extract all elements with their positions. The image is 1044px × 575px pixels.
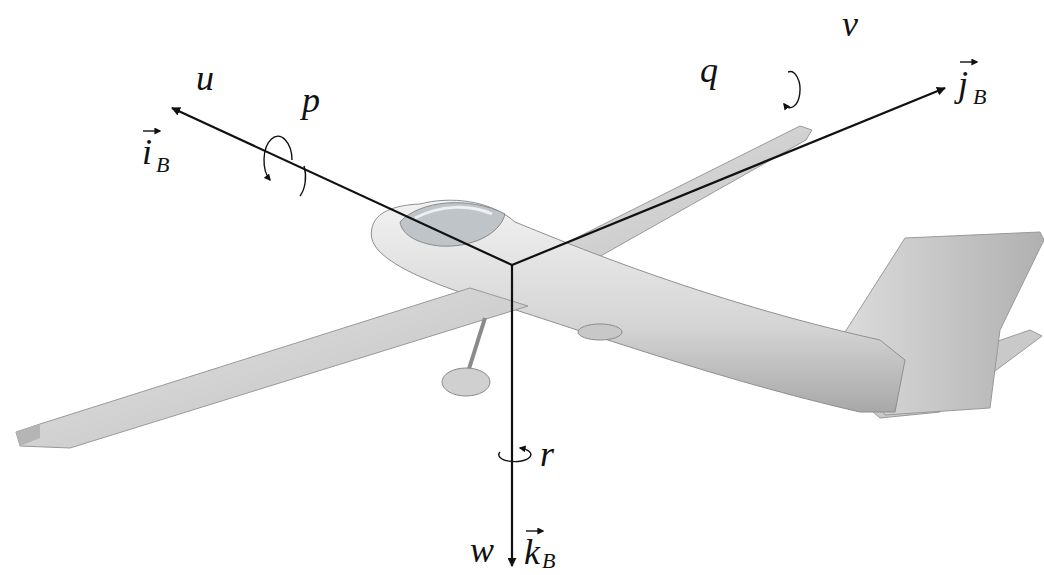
velocity-label: v	[842, 6, 858, 42]
axis-subscript: B	[973, 86, 986, 108]
velocity-label: w	[470, 532, 494, 568]
axis-label: j	[958, 66, 968, 102]
rate-label: p	[302, 82, 320, 118]
velocity-label: u	[196, 60, 214, 96]
axis-label: k	[524, 534, 540, 570]
axis-subscript: B	[156, 154, 169, 176]
rate-label: r	[540, 436, 554, 472]
axis-subscript: B	[542, 550, 555, 572]
axis-label: i	[142, 134, 152, 170]
rate-label: q	[700, 52, 718, 88]
